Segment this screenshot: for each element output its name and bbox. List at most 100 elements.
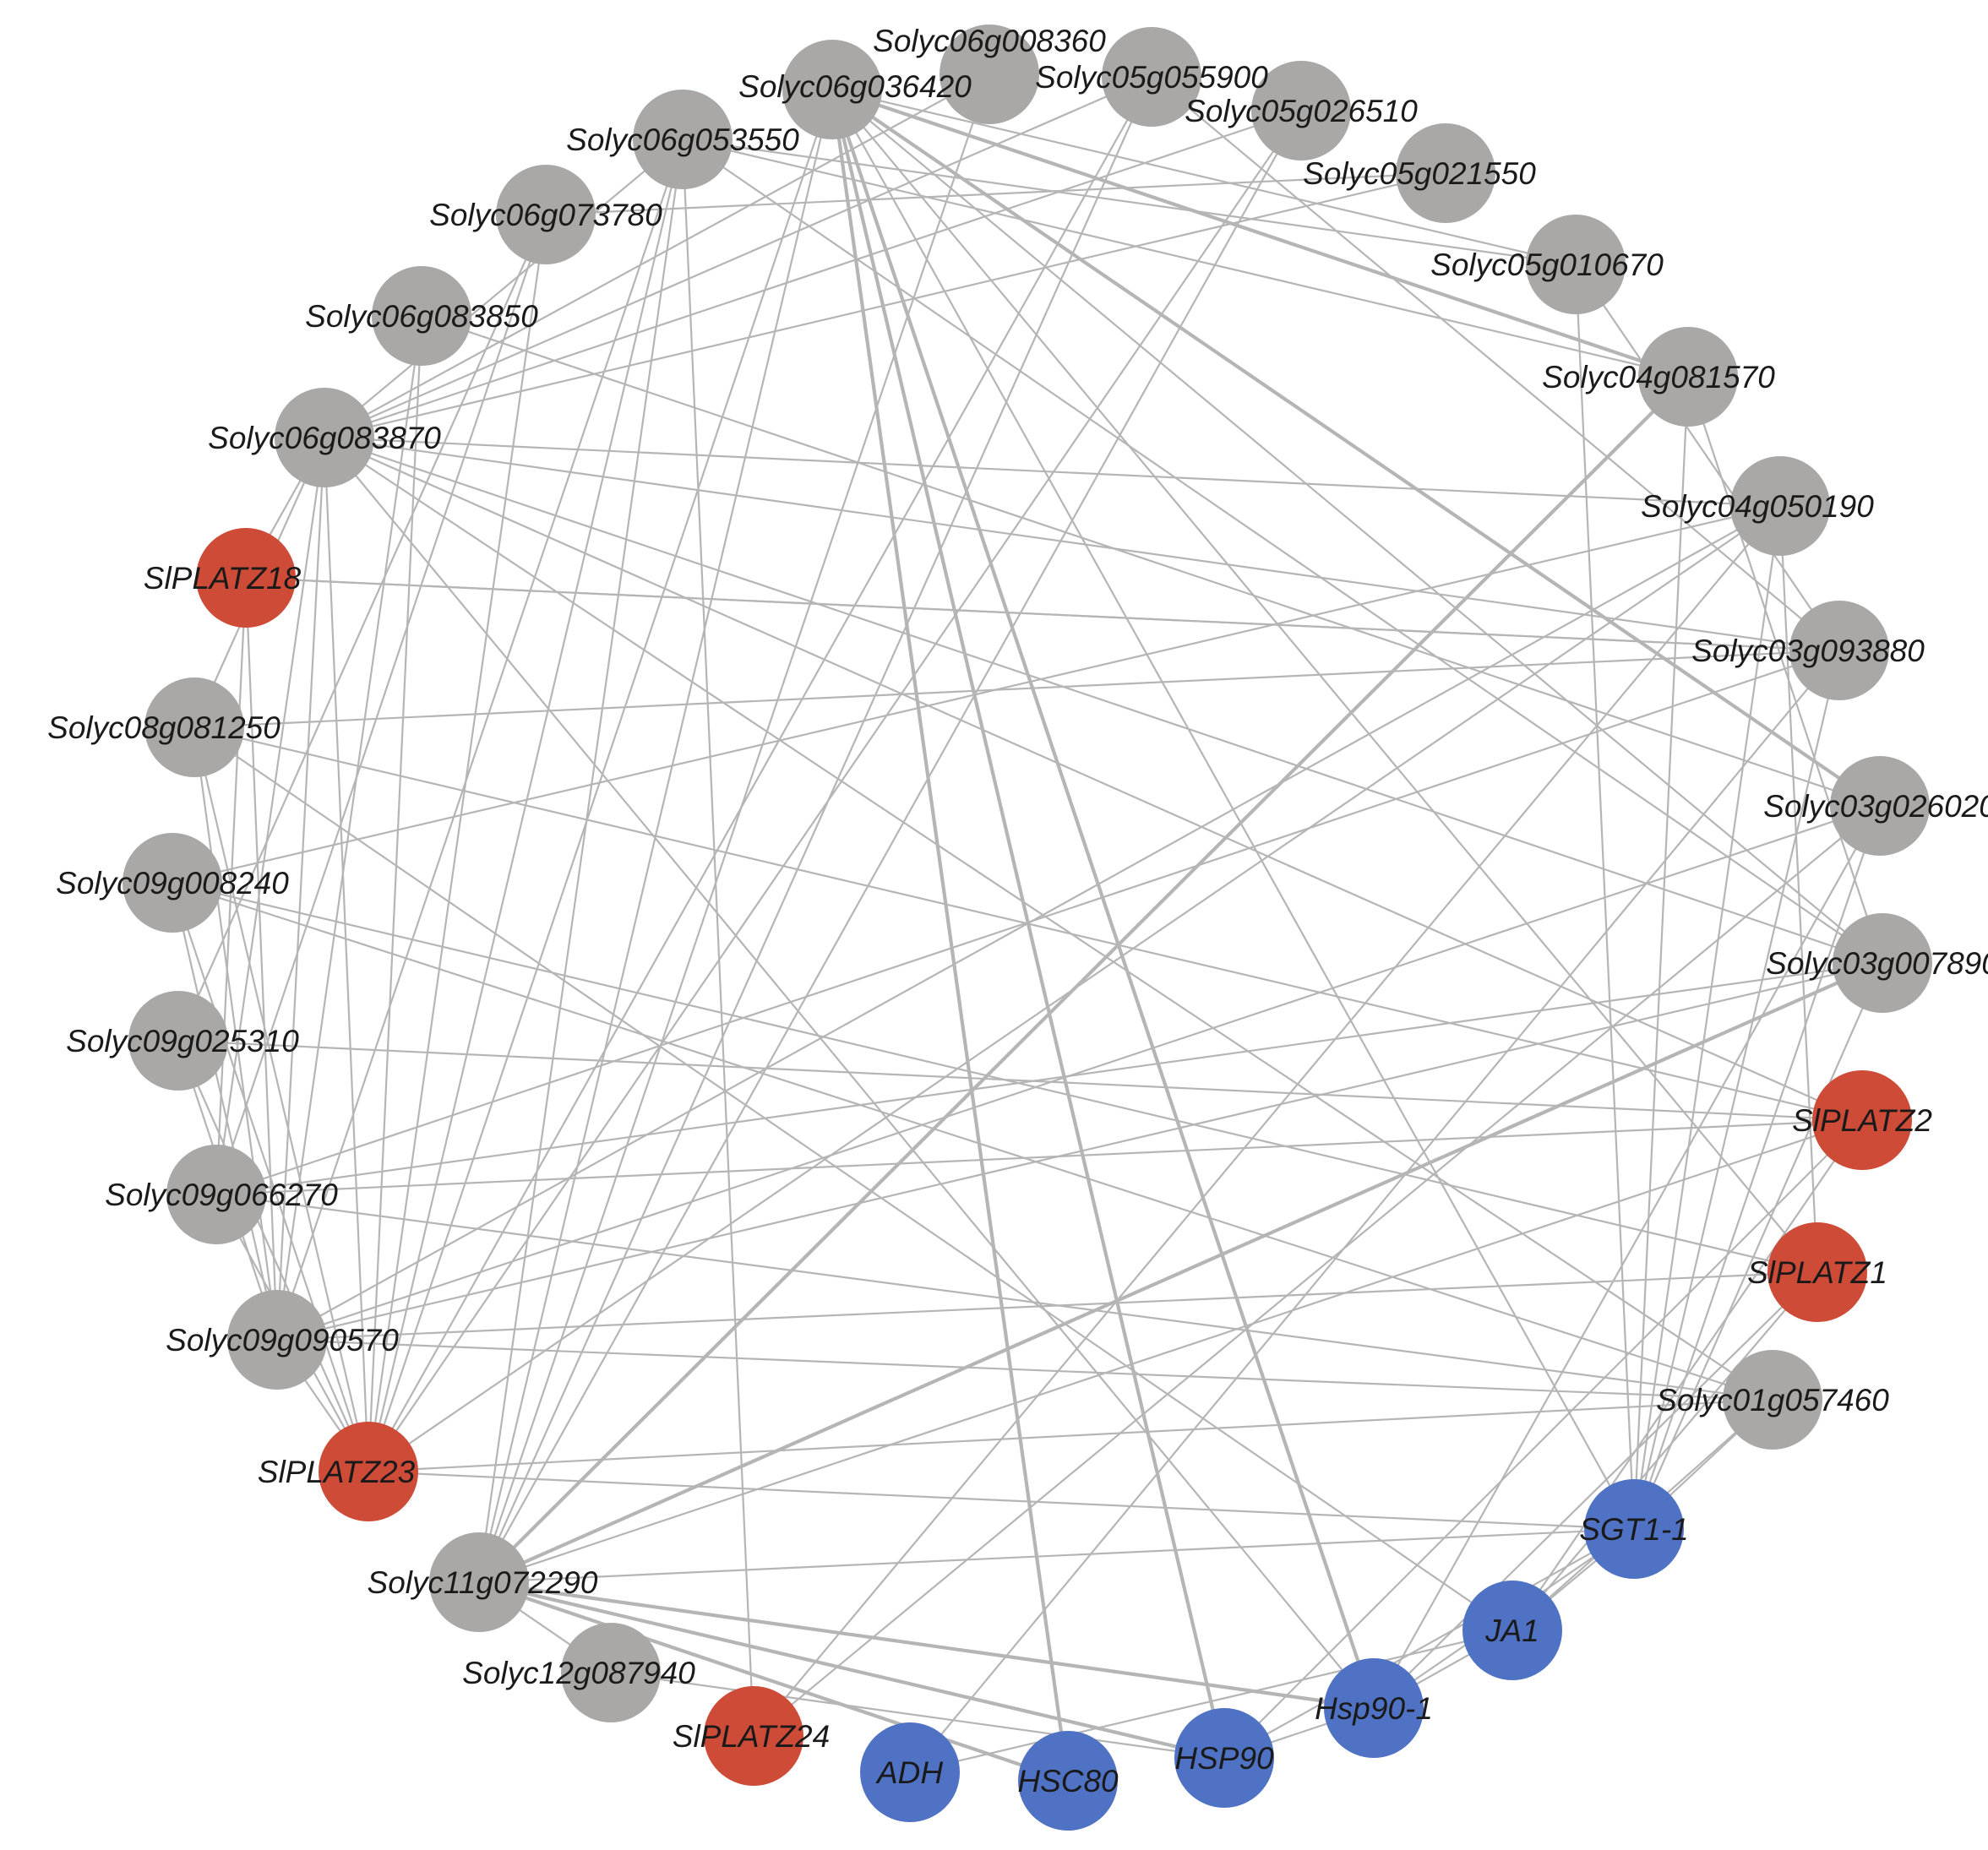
edge-Solyc06g036420-Solyc03g007890 bbox=[831, 89, 1883, 964]
edge-Solyc06g083850-SlPLATZ23 bbox=[367, 315, 423, 1472]
node-SlPLATZ24 bbox=[704, 1686, 803, 1786]
node-Solyc05g010670 bbox=[1526, 215, 1626, 314]
node-Solyc06g053550 bbox=[633, 90, 733, 189]
node-label-Solyc06g073780: Solyc06g073780 bbox=[429, 198, 662, 232]
edge-Hsp90-1-Solyc11g072290 bbox=[478, 1580, 1375, 1711]
edge-Solyc06g073780-SlPLATZ23 bbox=[367, 214, 547, 1472]
edge-SlPLATZ2-Solyc08g081250 bbox=[193, 726, 1863, 1122]
edge-Solyc09g025310-SlPLATZ23 bbox=[177, 1040, 370, 1472]
edge-Solyc09g008240-Solyc09g090570 bbox=[171, 882, 279, 1341]
edge-Solyc01g057460-Solyc06g083870 bbox=[324, 437, 1773, 1401]
node-Solyc04g050190 bbox=[1730, 456, 1830, 556]
node-label-Solyc03g007890: Solyc03g007890 bbox=[1766, 946, 1988, 981]
edge-Solyc04g081570-Solyc11g072290 bbox=[477, 375, 1690, 1584]
node-label-Solyc06g008360: Solyc06g008360 bbox=[873, 24, 1106, 58]
edge-Solyc03g026020-SGT1-1 bbox=[1632, 805, 1882, 1530]
node-label-Solyc04g081570: Solyc04g081570 bbox=[1542, 360, 1775, 394]
nodes-layer bbox=[123, 24, 1932, 1831]
node-label-Solyc09g090570: Solyc09g090570 bbox=[166, 1323, 399, 1358]
edge-Solyc05g021550-Solyc06g083870 bbox=[324, 171, 1446, 439]
labels-layer: Solyc06g008360Solyc06g036420Solyc06g0535… bbox=[47, 24, 1988, 1798]
edge-Solyc06g008360-Solyc11g072290 bbox=[477, 73, 991, 1583]
node-Solyc06g073780 bbox=[496, 165, 596, 264]
edge-Solyc09g066270-SlPLATZ2 bbox=[215, 1118, 1863, 1196]
edge-Solyc06g053550-SlPLATZ23 bbox=[367, 139, 684, 1472]
node-label-JA1: JA1 bbox=[1484, 1613, 1539, 1648]
edge-Solyc05g010670-Solyc03g093880 bbox=[1575, 264, 1840, 651]
edge-SlPLATZ2-Solyc09g025310 bbox=[177, 1039, 1863, 1122]
edge-Solyc11g072290-Solyc05g026510 bbox=[478, 110, 1302, 1583]
node-label-HSP90: HSP90 bbox=[1174, 1741, 1274, 1776]
edge-Solyc03g007890-Solyc09g090570 bbox=[276, 961, 1883, 1341]
node-Solyc06g083850 bbox=[372, 266, 471, 366]
edge-Solyc06g036420-SlPLATZ23 bbox=[367, 89, 834, 1472]
node-Solyc03g026020 bbox=[1830, 756, 1930, 856]
edge-SlPLATZ18-Solyc03g093880 bbox=[245, 576, 1840, 652]
node-label-SlPLATZ2: SlPLATZ2 bbox=[1792, 1103, 1932, 1138]
node-Solyc11g072290 bbox=[429, 1532, 529, 1632]
edge-Solyc03g007890-SGT1-1 bbox=[1632, 962, 1884, 1530]
edge-Solyc03g026020-Hsp90-1 bbox=[1373, 805, 1881, 1709]
edge-Solyc04g050190-Solyc09g008240 bbox=[172, 504, 1781, 884]
edge-HSC80-Solyc11g072290 bbox=[478, 1581, 1069, 1782]
edge-Solyc01g057460-Solyc09g066270 bbox=[215, 1193, 1773, 1401]
node-label-Solyc06g083870: Solyc06g083870 bbox=[208, 421, 441, 455]
node-Solyc09g025310 bbox=[128, 991, 228, 1091]
edge-Solyc09g008240-Solyc01g057460 bbox=[172, 881, 1773, 1401]
node-Solyc05g055900 bbox=[1102, 27, 1201, 127]
edge-Solyc08g081250-JA1 bbox=[193, 726, 1513, 1631]
edge-Solyc03g007890-Solyc09g066270 bbox=[215, 961, 1883, 1196]
edge-Solyc04g081570-Solyc03g007890 bbox=[1686, 376, 1884, 964]
node-Solyc09g066270 bbox=[166, 1145, 266, 1244]
node-Solyc04g081570 bbox=[1638, 327, 1738, 427]
edge-Solyc03g026020-Solyc06g083850 bbox=[421, 314, 1881, 808]
edge-SlPLATZ2-JA1 bbox=[1511, 1119, 1863, 1631]
node-label-Solyc03g026020: Solyc03g026020 bbox=[1763, 789, 1988, 824]
edge-Solyc06g008360-Solyc06g083870 bbox=[324, 73, 990, 438]
edge-Solyc06g036420-Hsp90-1 bbox=[831, 89, 1375, 1709]
edge-Solyc09g090570-Solyc01g057460 bbox=[276, 1338, 1773, 1401]
node-SlPLATZ2 bbox=[1812, 1070, 1912, 1170]
edge-ADH-Solyc03g093880 bbox=[909, 650, 1840, 1773]
edge-Solyc06g073780-Solyc09g066270 bbox=[215, 214, 547, 1195]
node-label-Solyc06g036420: Solyc06g036420 bbox=[738, 69, 972, 104]
edge-SlPLATZ2-Solyc06g083870 bbox=[324, 436, 1863, 1122]
node-Solyc09g008240 bbox=[123, 833, 222, 933]
node-label-Solyc12g087940: Solyc12g087940 bbox=[462, 1656, 695, 1690]
node-Solyc06g083870 bbox=[275, 388, 374, 487]
edge-Solyc03g007890-Solyc06g083870 bbox=[324, 436, 1883, 965]
node-Solyc06g008360 bbox=[940, 24, 1039, 124]
node-label-Solyc09g025310: Solyc09g025310 bbox=[66, 1024, 299, 1058]
edge-Solyc04g081570-Solyc06g053550 bbox=[682, 138, 1689, 378]
node-Solyc05g021550 bbox=[1396, 123, 1495, 223]
node-label-Solyc04g050190: Solyc04g050190 bbox=[1641, 489, 1874, 524]
edge-Solyc05g021550-Solyc06g073780 bbox=[545, 171, 1446, 216]
edge-Solyc06g053550-SlPLATZ24 bbox=[681, 139, 755, 1737]
edge-JA1-ADH bbox=[909, 1629, 1513, 1774]
node-SlPLATZ18 bbox=[196, 528, 296, 628]
edge-SlPLATZ2-HSP90 bbox=[1223, 1119, 1863, 1759]
node-HSC80 bbox=[1018, 1731, 1118, 1831]
node-label-Hsp90-1: Hsp90-1 bbox=[1315, 1691, 1433, 1726]
edge-Solyc03g026020-Solyc09g090570 bbox=[276, 804, 1881, 1341]
node-Solyc08g081250 bbox=[144, 677, 244, 777]
edge-Solyc04g081570-SGT1-1 bbox=[1632, 376, 1690, 1530]
edge-Solyc04g050190-Solyc06g083870 bbox=[324, 436, 1781, 508]
edge-Solyc03g007890-Solyc11g072290 bbox=[478, 961, 1883, 1584]
node-label-Solyc05g055900: Solyc05g055900 bbox=[1035, 60, 1268, 95]
node-label-Solyc11g072290: Solyc11g072290 bbox=[368, 1565, 598, 1600]
edge-Solyc06g053550-Solyc09g090570 bbox=[275, 139, 684, 1341]
edge-Solyc03g026020-SlPLATZ24 bbox=[753, 805, 1881, 1737]
node-SlPLATZ1 bbox=[1767, 1222, 1867, 1322]
edge-Solyc06g083870-Solyc03g093880 bbox=[324, 436, 1840, 652]
node-label-Solyc06g053550: Solyc06g053550 bbox=[566, 122, 799, 157]
edge-Solyc11g072290-SlPLATZ2 bbox=[478, 1118, 1863, 1584]
edge-SGT1-1-HSP90 bbox=[1223, 1528, 1635, 1759]
edge-Solyc04g050190-SGT1-1 bbox=[1632, 505, 1782, 1530]
edge-Solyc06g036420-Solyc05g010670 bbox=[831, 88, 1577, 266]
node-JA1 bbox=[1462, 1581, 1562, 1680]
edge-Hsp90-1-Solyc06g083870 bbox=[324, 437, 1375, 1709]
edge-SlPLATZ24-Solyc04g050190 bbox=[753, 505, 1781, 1737]
node-label-Solyc06g083850: Solyc06g083850 bbox=[305, 299, 538, 334]
